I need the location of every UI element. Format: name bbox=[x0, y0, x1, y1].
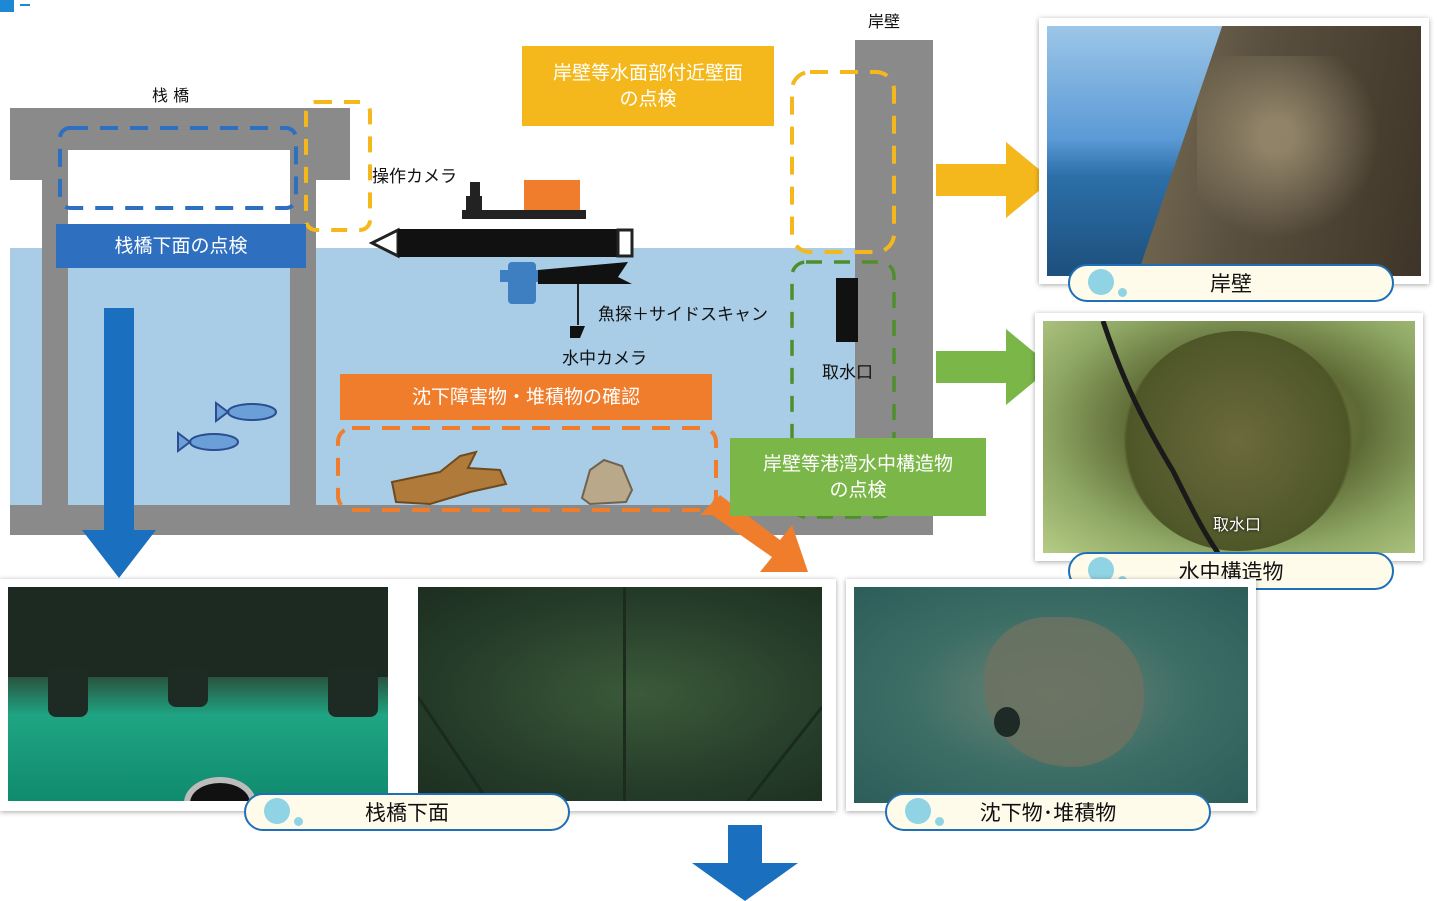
quay-surface-box: 岸壁等水面部付近壁面 の点検 bbox=[522, 46, 774, 126]
pier-leg-left bbox=[42, 150, 68, 510]
intake-opening bbox=[836, 278, 858, 342]
pier-under-region bbox=[58, 126, 298, 210]
quay-label: 岸壁 bbox=[868, 12, 901, 31]
driftwood-icon bbox=[390, 450, 508, 506]
quay-surface-region bbox=[790, 70, 896, 254]
fish-icon bbox=[177, 401, 277, 453]
uw-camera-label: 水中カメラ bbox=[562, 349, 647, 369]
intake-label: 取水口 bbox=[822, 363, 873, 383]
op-camera-label: 操作カメラ bbox=[372, 167, 457, 187]
corner-marker-tail bbox=[20, 0, 30, 6]
arrow-orange-icon bbox=[700, 495, 808, 572]
arrow-right-yellow-icon bbox=[936, 142, 1052, 218]
underwater-overlay-text: 取水口 bbox=[1213, 515, 1262, 534]
pier-under-box: 栈橋下面の点検 bbox=[56, 224, 306, 268]
underwater-photo: 取水口 bbox=[1035, 313, 1423, 561]
corner-marker bbox=[0, 0, 14, 12]
harbor-structure-box: 岸壁等港湾水中構造物 の点検 bbox=[730, 438, 986, 516]
sunken-box: 沈下障害物・堆積物の確認 bbox=[340, 374, 712, 420]
quay-caption: 岸壁 bbox=[1068, 264, 1394, 302]
arrow-down-blue-icon bbox=[82, 308, 156, 578]
quay-photo bbox=[1039, 18, 1429, 284]
sonar-label: 魚探＋サイドスキャン bbox=[598, 305, 768, 325]
pier-end-region bbox=[304, 100, 372, 232]
harbor-structure-region bbox=[790, 260, 896, 519]
pier-inner-left bbox=[10, 150, 42, 180]
inspection-diagram bbox=[10, 40, 1000, 578]
rov-icon bbox=[368, 180, 634, 338]
arrow-right-green-icon bbox=[936, 329, 1052, 405]
pier-label: 栈 橋 bbox=[152, 86, 190, 105]
rock-icon bbox=[580, 458, 634, 506]
sunken-caption: 沈下物･堆積物 bbox=[885, 793, 1211, 831]
sunken-photo bbox=[846, 579, 1256, 811]
pier-under-caption-text: 栈橋下面 bbox=[365, 801, 449, 825]
sunken-region bbox=[336, 426, 718, 512]
pier-under-caption: 栈橋下面 bbox=[244, 793, 570, 831]
sunken-caption-text: 沈下物･堆積物 bbox=[979, 801, 1117, 825]
pier-inner-right bbox=[316, 150, 350, 180]
pier-deck bbox=[10, 108, 350, 150]
pier-leg-right bbox=[290, 150, 316, 510]
quay-caption-text: 岸壁 bbox=[1210, 272, 1252, 296]
arrow-down-bottom-icon bbox=[692, 825, 798, 901]
pier-under-photo-group bbox=[0, 579, 836, 811]
